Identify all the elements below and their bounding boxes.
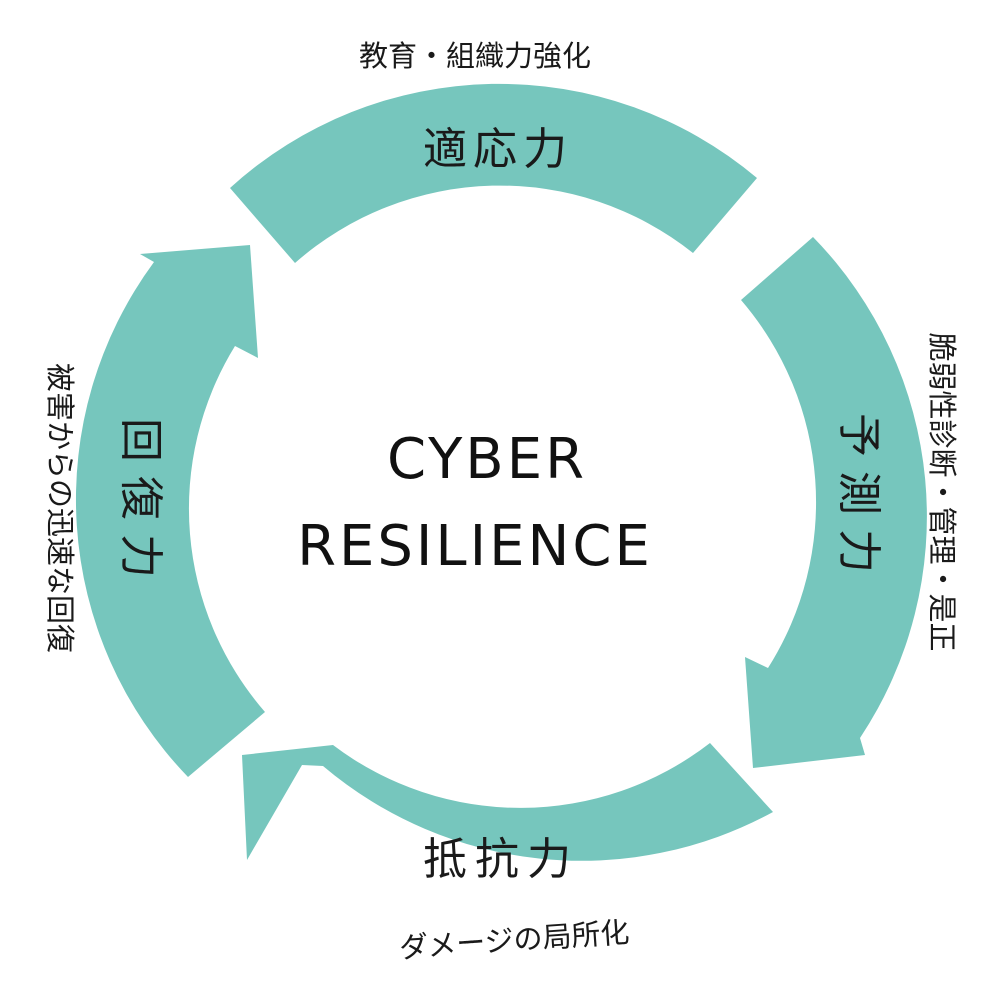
stage-label-recover: 回復力 [115,418,166,592]
stage-label-adapt: 適応力 [423,124,573,175]
caption-predict: 脆弱性診断・管理・是正 [925,332,959,651]
arc-resist-arrow [242,743,773,861]
stage-label-resist: 抵抗力 [423,834,579,885]
caption-resist: ダメージの局所化 [398,915,630,965]
arc-adapt [230,83,757,263]
arc-recover-arrow [75,245,266,777]
stage-label-predict: 予測力 [833,413,884,587]
center-title-line2: RESILIENCE [297,514,653,579]
caption-adapt: 教育・組織力強化 [359,39,591,73]
caption-recover: 被害からの迅速な回復 [43,363,77,653]
center-title-line1: CYBER [387,427,587,492]
arc-predict-arrow [741,237,927,768]
